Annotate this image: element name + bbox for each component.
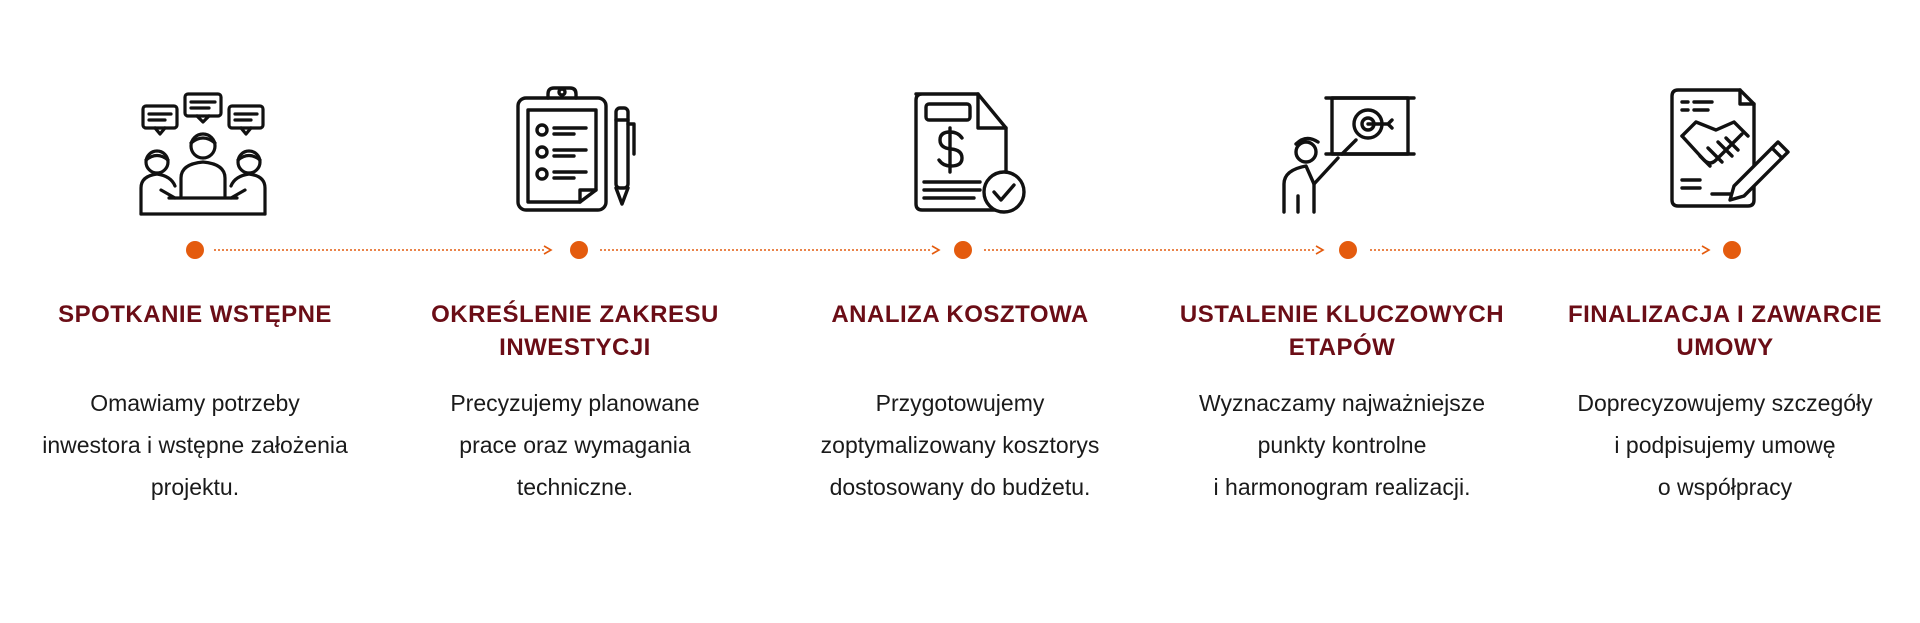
- timeline-arrow-2: [600, 245, 941, 255]
- step-2: OKREŚLENIE ZAKRESU INWESTYCJI Precyzujem…: [385, 298, 765, 508]
- step-description: Precyzujemy planowane prace oraz wymagan…: [450, 390, 700, 500]
- timeline-dot-2: [570, 241, 588, 259]
- step-description: Wyznaczamy najważniejsze punkty kontroln…: [1198, 390, 1486, 500]
- step-description: Omawiamy potrzeby inwestora i wstępne za…: [42, 390, 348, 500]
- step-3: ANALIZA KOSZTOWA Przygotowujemy zoptymal…: [770, 298, 1150, 508]
- step-description: Przygotowujemy zoptymalizowany kosztorys…: [820, 390, 1100, 500]
- timeline-arrow-3: [984, 245, 1325, 255]
- step-title: USTALENIE KLUCZOWYCH ETAPÓW: [1179, 301, 1505, 361]
- timeline-dot-5: [1723, 241, 1741, 259]
- clipboard-checklist-icon: [506, 86, 646, 216]
- timeline-dot-3: [954, 241, 972, 259]
- timeline-dot-1: [186, 241, 204, 259]
- step-title: FINALIZACJA I ZAWARCIE UMOWY: [1567, 301, 1883, 361]
- step-title: ANALIZA KOSZTOWA: [831, 301, 1089, 328]
- step-description: Doprecyzowujemy szczegóły i podpisujemy …: [1577, 390, 1873, 500]
- handshake-contract-icon: [1660, 86, 1800, 216]
- presentation-target-icon: [1280, 86, 1420, 216]
- timeline-arrow-1: [214, 245, 553, 255]
- timeline-dot-4: [1339, 241, 1357, 259]
- step-title: OKREŚLENIE ZAKRESU INWESTYCJI: [431, 301, 719, 361]
- meeting-icon: [133, 86, 273, 216]
- timeline-arrow-4: [1370, 245, 1711, 255]
- invoice-check-icon: [902, 86, 1042, 216]
- step-4: USTALENIE KLUCZOWYCH ETAPÓW Wyznaczamy n…: [1152, 298, 1532, 508]
- step-1: SPOTKANIE WSTĘPNE Omawiamy potrzeby inwe…: [5, 298, 385, 508]
- step-title: SPOTKANIE WSTĘPNE: [58, 301, 332, 328]
- step-5: FINALIZACJA I ZAWARCIE UMOWY Doprecyzowu…: [1535, 298, 1915, 508]
